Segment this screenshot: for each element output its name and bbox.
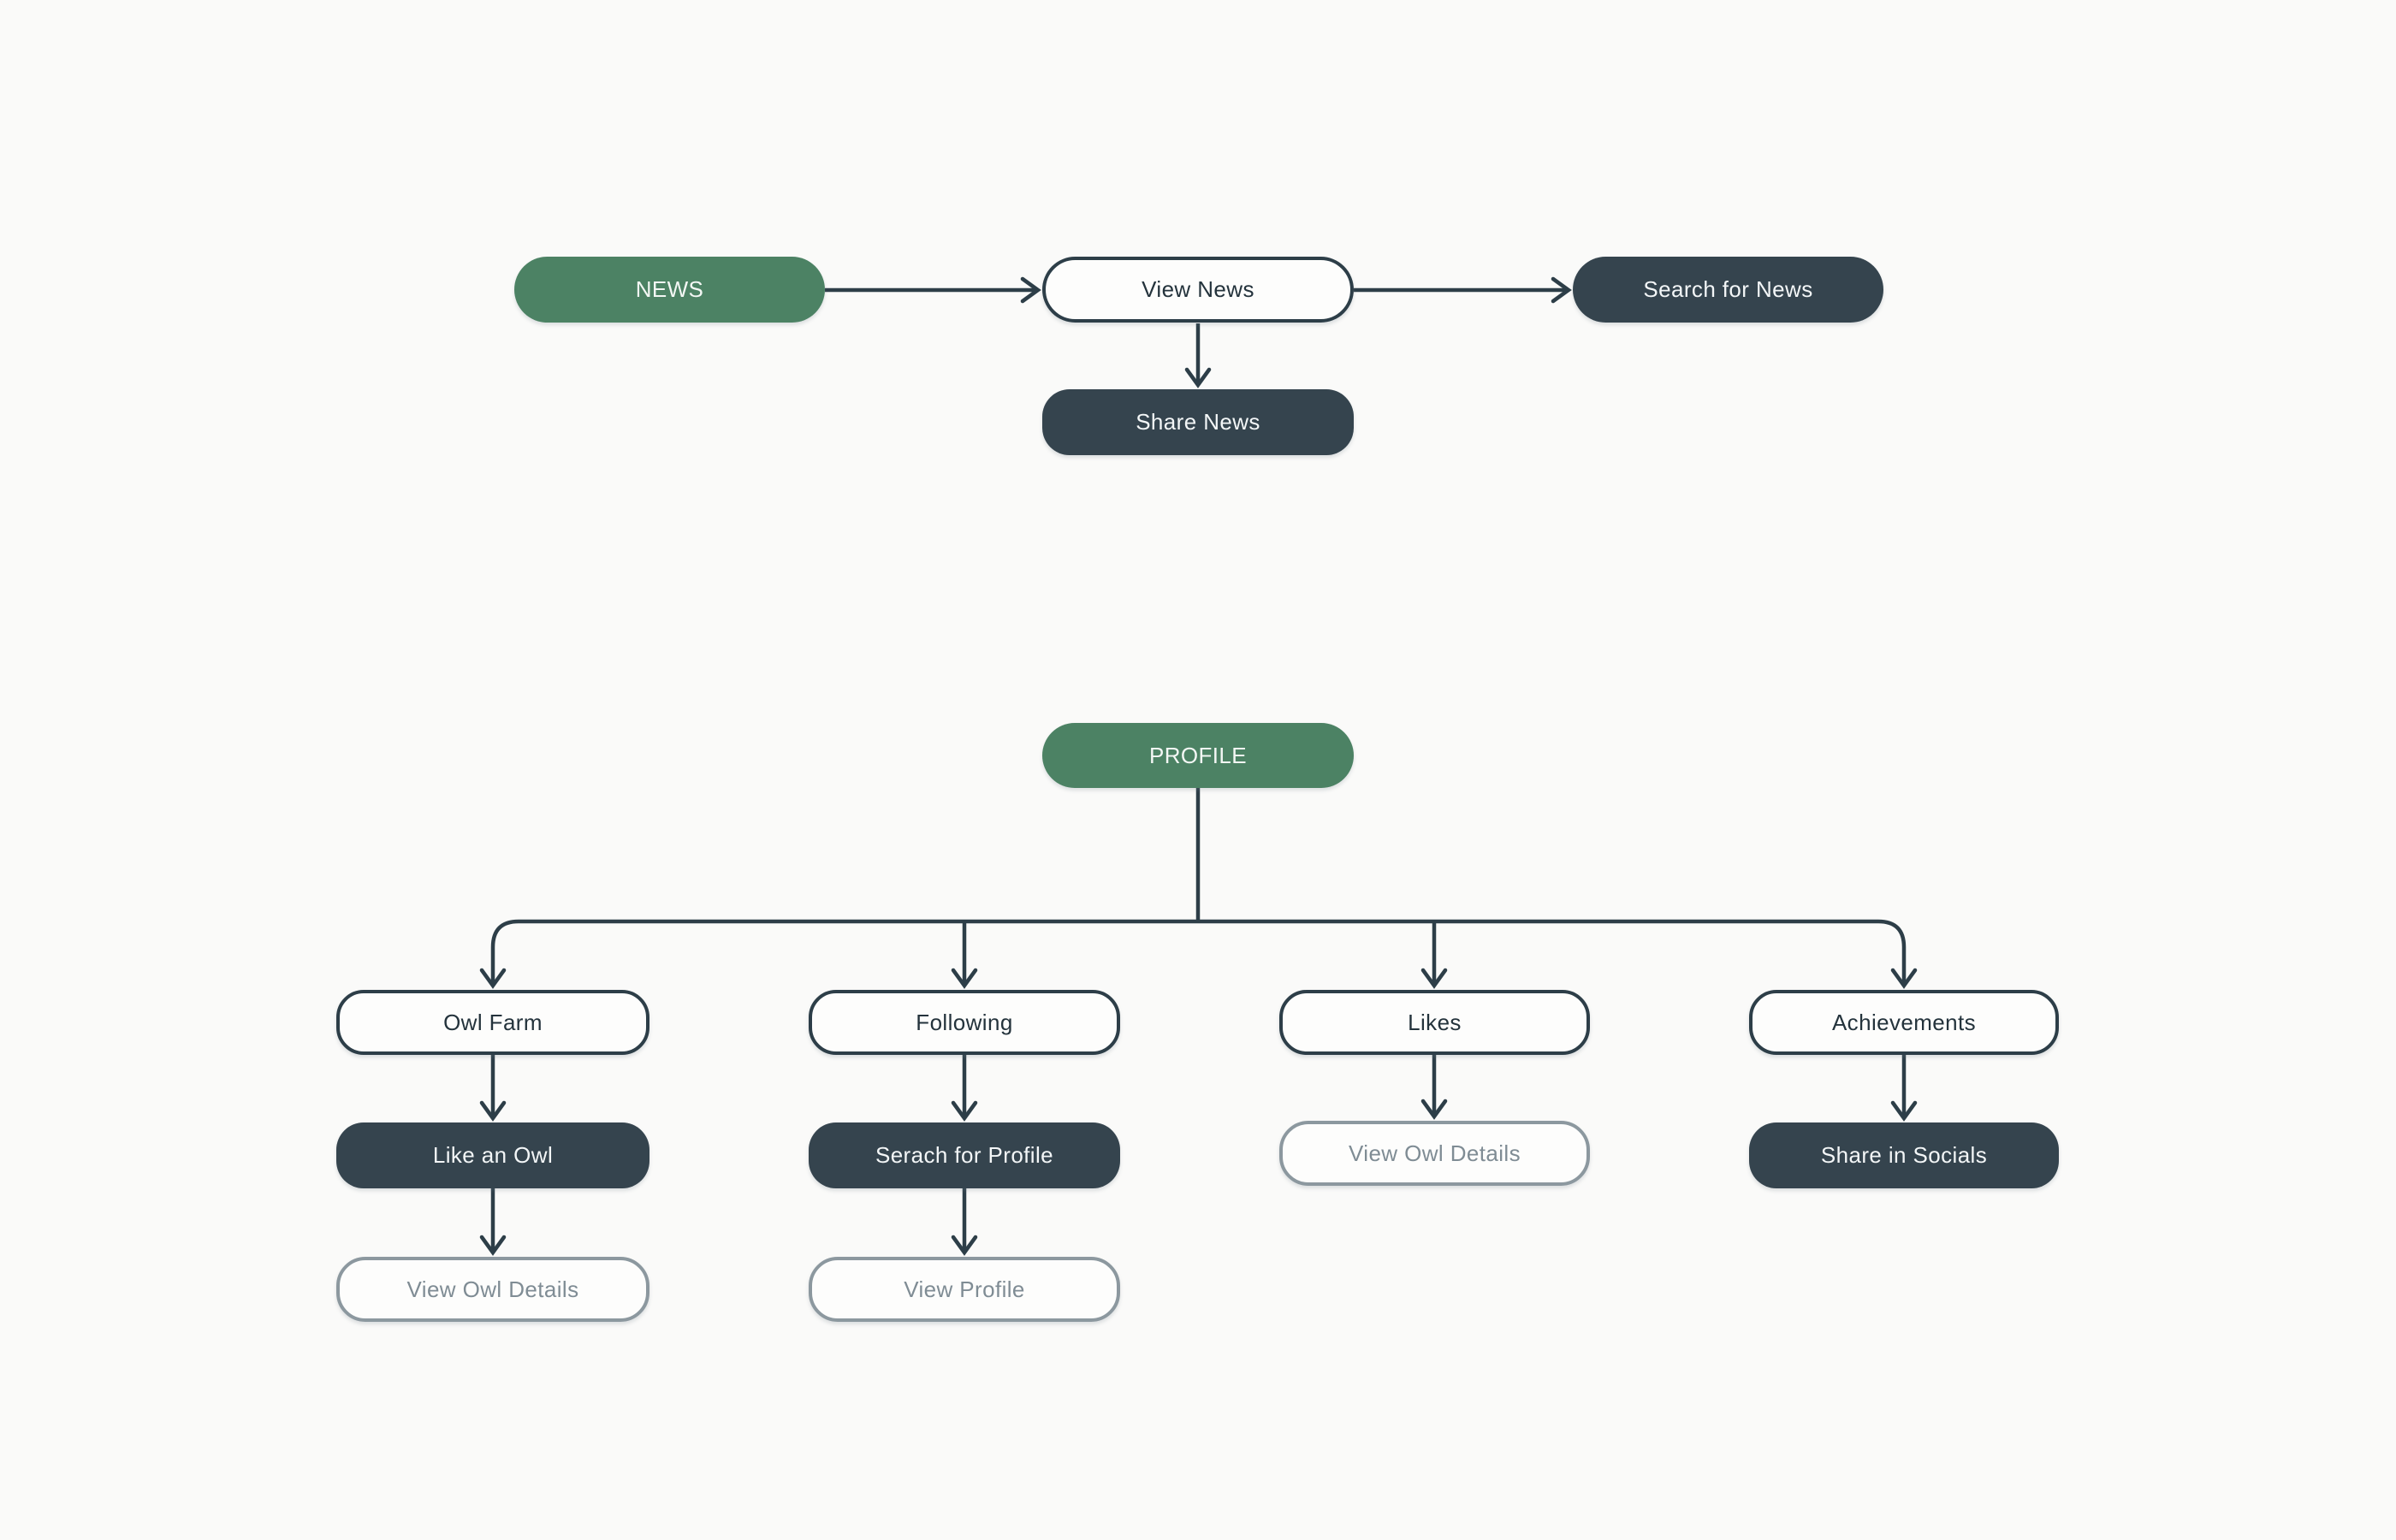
node-share-in-socials-label: Share in Socials <box>1820 1142 1988 1168</box>
node-profile: PROFILE <box>1042 723 1354 788</box>
node-owl-farm: Owl Farm <box>336 990 649 1055</box>
node-search-for-news-label: Search for News <box>1643 276 1813 302</box>
node-search-for-news: Search for News <box>1573 257 1883 323</box>
node-news-label: NEWS <box>635 276 704 302</box>
node-profile-label: PROFILE <box>1148 742 1248 768</box>
node-view-owl-details-owl-farm: View Owl Details <box>336 1257 649 1322</box>
node-view-news: View News <box>1042 257 1354 323</box>
node-view-profile: View Profile <box>809 1257 1120 1322</box>
node-like-an-owl-label: Like an Owl <box>432 1142 554 1168</box>
node-likes-label: Likes <box>1408 1009 1462 1035</box>
node-achievements: Achievements <box>1749 990 2059 1055</box>
node-view-owl-details-likes-label: View Owl Details <box>1349 1140 1521 1166</box>
node-following-label: Following <box>916 1009 1013 1035</box>
node-achievements-label: Achievements <box>1831 1009 1977 1035</box>
node-view-owl-details-likes: View Owl Details <box>1279 1121 1590 1186</box>
node-following: Following <box>809 990 1120 1055</box>
node-news: NEWS <box>514 257 825 323</box>
node-view-profile-label: View Profile <box>904 1276 1025 1302</box>
node-share-news-label: Share News <box>1136 409 1260 435</box>
node-view-news-label: View News <box>1142 276 1254 302</box>
node-share-news: Share News <box>1042 389 1354 455</box>
node-serach-for-profile: Serach for Profile <box>809 1122 1120 1188</box>
node-share-in-socials: Share in Socials <box>1749 1122 2059 1188</box>
node-likes: Likes <box>1279 990 1590 1055</box>
node-owl-farm-label: Owl Farm <box>443 1009 543 1035</box>
edge-profile-owlfarm <box>479 919 1198 989</box>
edge-profile-achievements <box>1198 919 1918 989</box>
node-view-owl-details-owl-farm-label: View Owl Details <box>406 1276 579 1302</box>
node-like-an-owl: Like an Owl <box>336 1122 649 1188</box>
node-serach-for-profile-label: Serach for Profile <box>875 1142 1054 1168</box>
